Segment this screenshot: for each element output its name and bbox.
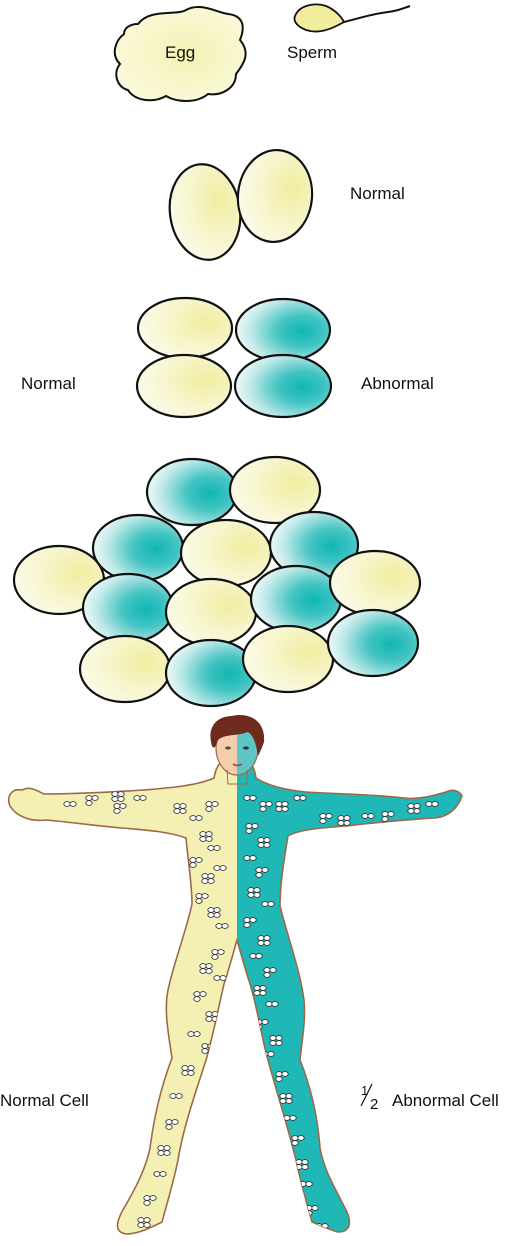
body-cell-cluster — [154, 1172, 166, 1177]
body-cell-cluster — [262, 1052, 274, 1057]
body-cell-cluster — [214, 866, 226, 871]
body-cell-cluster — [216, 924, 228, 929]
two-cell-embryo — [164, 146, 317, 264]
body-cell-cluster — [134, 796, 146, 801]
body-cell-cluster — [188, 1032, 200, 1037]
multi-cell-embryo — [14, 457, 420, 706]
body-cell-cluster — [362, 814, 374, 819]
body-cell-cluster — [238, 1000, 250, 1005]
body-cell-cluster — [208, 846, 220, 851]
normal-left-label: Normal — [21, 374, 76, 394]
body-cell-cluster — [226, 1014, 238, 1024]
body-cell-cluster — [262, 902, 274, 907]
body-cell-cluster — [244, 856, 256, 861]
normal-cell-label: Normal Cell — [0, 1091, 89, 1111]
abnormal-cell-label: Abnormal Cell — [392, 1091, 499, 1111]
body-cell-cluster — [284, 1116, 296, 1121]
body-cell-cluster — [64, 802, 76, 807]
body-cell-cluster — [426, 802, 438, 807]
abnormal-right-label: Abnormal — [361, 374, 434, 394]
body-cell-cluster — [170, 1094, 182, 1099]
body-cell-cluster — [190, 816, 202, 821]
egg-label: Egg — [165, 43, 195, 63]
body-cells — [64, 792, 438, 1234]
four-cell-embryo — [137, 298, 331, 417]
half-denominator: 2 — [370, 1096, 378, 1113]
body-cell-cluster — [250, 954, 262, 959]
human-figure — [0, 715, 531, 1246]
normal-two-cell-label: Normal — [350, 184, 405, 204]
body-cell-cluster — [266, 1002, 278, 1007]
body-cell-cluster — [244, 796, 256, 801]
body-cell-cluster — [294, 796, 306, 801]
body-cell-cluster — [214, 976, 226, 981]
sperm-label: Sperm — [287, 43, 337, 63]
sperm-cell — [294, 4, 410, 31]
